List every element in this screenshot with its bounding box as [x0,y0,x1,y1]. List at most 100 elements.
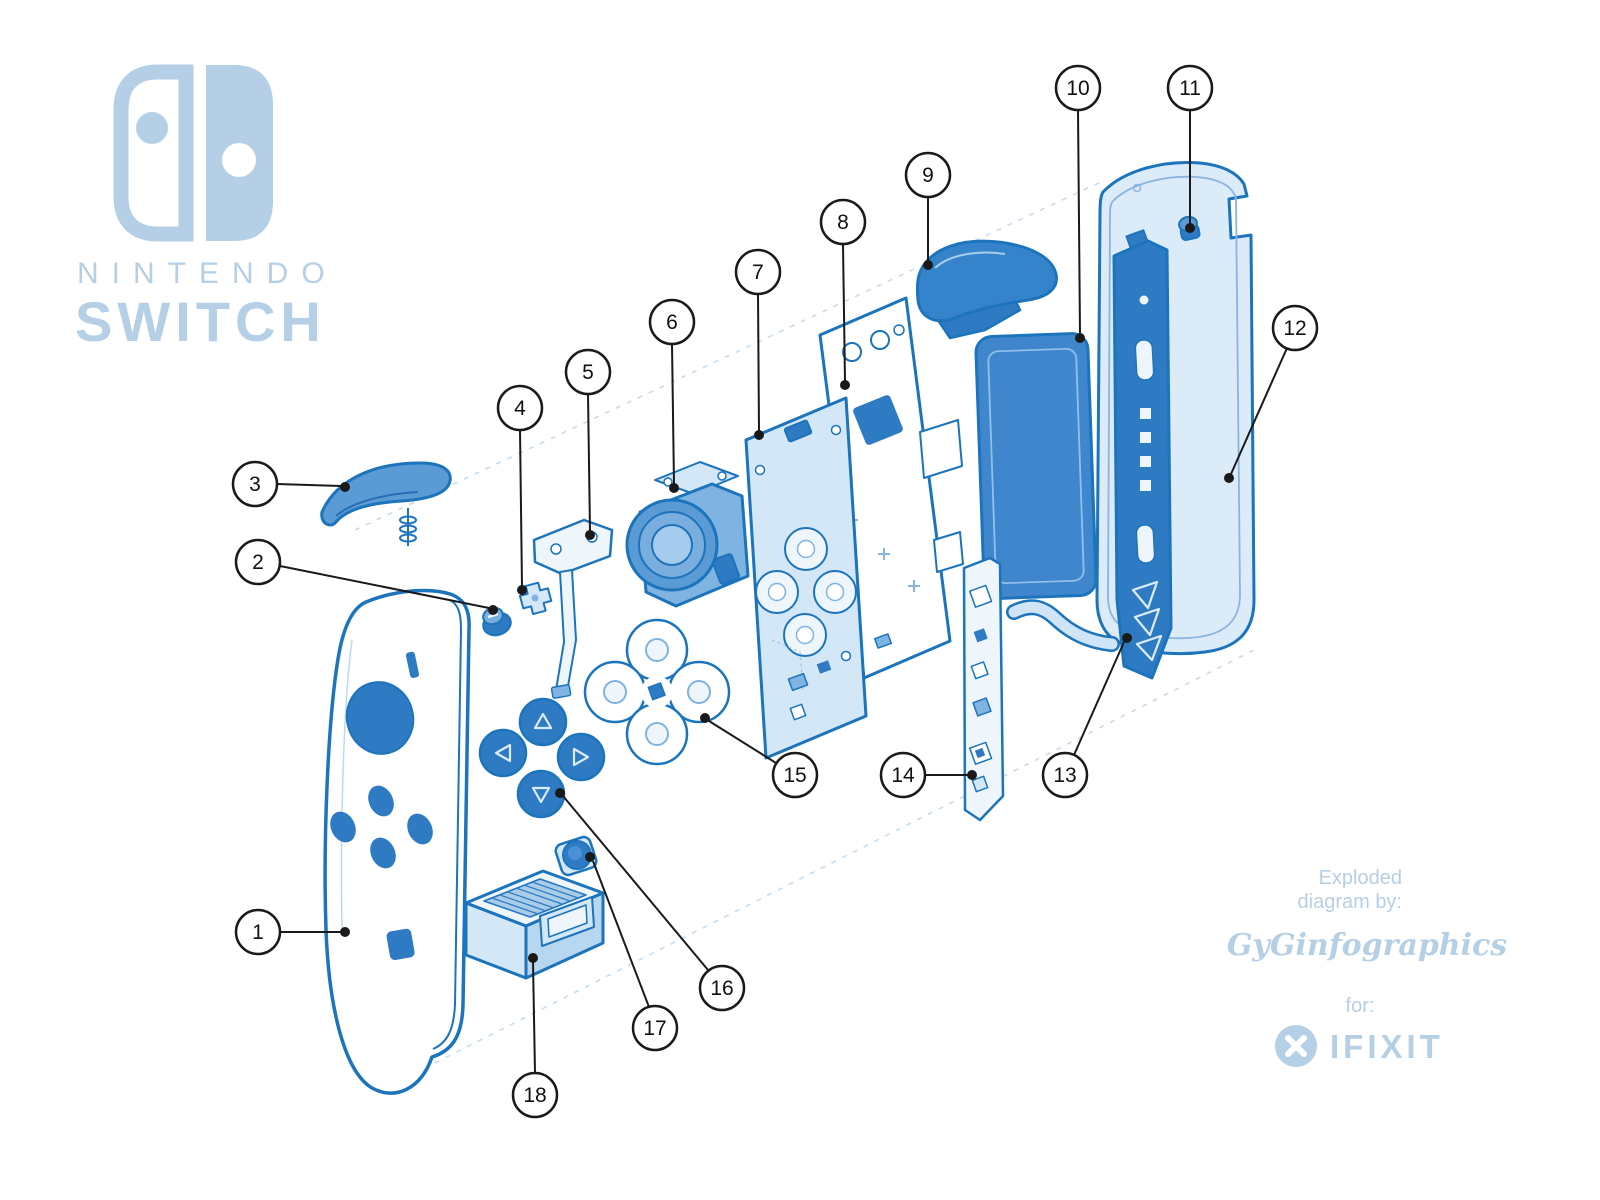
byline-line2: diagram by: [1298,891,1403,913]
callout-number: 16 [710,977,733,1000]
board-screw-hole [754,464,766,476]
ribbon-fill [1008,601,1118,650]
brand-name: NINTENDO [77,257,338,290]
part-dpad-spacer [518,581,553,616]
front-shell-inner-contour [340,639,353,931]
callout-number: 10 [1066,77,1089,100]
callout-bubble [234,908,282,956]
callout-bubble [496,384,544,432]
back-shell-screw-hole [1132,183,1142,193]
callout-number: 5 [582,361,594,384]
callout-bubble [1054,64,1102,112]
board-button-contacts [755,527,857,657]
leader-line [671,343,675,485]
callout-number: 2 [252,551,264,574]
strip-pad [974,747,986,759]
board-screw-hole [830,424,842,436]
callout-4: 4 [496,384,544,595]
membrane-contact [687,680,711,704]
product-name: SWITCH [75,290,326,353]
part-rail-pcb-strip [962,556,1005,822]
callout-9: 9 [904,151,952,270]
membrane-contact [603,680,627,704]
leader-line [562,795,709,971]
callout-bubble [771,751,819,799]
led-slot [405,651,420,678]
callout-bubble [698,964,746,1012]
callout-number: 13 [1053,764,1076,787]
direction-button-left [478,728,528,778]
rail-hole [1139,295,1149,305]
strip-pad [973,628,988,643]
nintendo-switch-logo: NINTENDO SWITCH [75,64,338,353]
joystick-opening [345,681,415,755]
strip-pad [971,775,989,793]
l-button-spring [399,508,417,546]
callout-10: 10 [1054,64,1102,343]
part-button-membrane [583,618,731,766]
callout-dot [1185,223,1195,233]
back-shell-inner-contour [1107,175,1241,640]
callout-18: 18 [511,953,559,1119]
callout-dot [585,530,595,540]
midframe-hole [842,342,862,362]
membrane-contact [645,722,669,746]
rail-flex-ribbon [1006,599,1120,652]
bracket-flex-cable [555,569,577,693]
author-name: GyGinfographics [1227,928,1507,963]
callout-dot [517,585,527,595]
callout-8: 8 [819,198,867,390]
ifixit-logo: IFIXIT [1275,1025,1440,1067]
direction-button-right [556,732,606,782]
part-direction-buttons [478,697,606,819]
callout-number: 7 [752,261,764,284]
flex-connector-foot [550,684,572,699]
leader-line [592,860,650,1008]
strip-pad [970,661,989,680]
credits: Exploded diagram by: GyGinfographics for… [1227,867,1507,1067]
callout-dot [840,380,850,390]
leader-line [1077,109,1081,335]
rail-slot-top [1134,339,1155,381]
strip-pad [968,584,993,608]
callout-7: 7 [734,248,782,440]
callout-bubble [1166,64,1214,112]
callout-dot [340,927,350,937]
callout-11: 11 [1166,64,1214,233]
callout-number: 8 [837,211,849,234]
leader-line [1230,347,1288,475]
callout-dot [555,788,565,798]
bracket-plate [532,518,614,576]
zl-button-cap [915,239,1058,323]
part-l-shoulder-button [320,461,452,546]
part-joystick [625,461,750,608]
button-opening [407,813,433,845]
callout-bubble [648,298,696,346]
joycon-left-icon [113,64,194,242]
joystick-connector [712,553,740,585]
callout-dot [1224,473,1234,483]
guide-line [434,647,1259,1064]
leader-line [842,243,846,382]
board-chip [787,672,809,692]
callout-dot [669,483,679,493]
button-opening [370,837,396,869]
midframe-clip [873,633,893,649]
callout-dot [700,713,710,723]
callout-number: 14 [891,764,915,787]
part-small-button [554,835,598,877]
callout-15: 15 [700,713,819,799]
leader-line [1073,641,1125,756]
callout-3: 3 [231,460,350,508]
callout-17: 17 [585,852,679,1052]
joycon-right-hole [222,143,256,177]
callout-number: 9 [922,164,934,187]
zl-button-highlight [934,251,1006,269]
callout-number: 4 [514,397,526,420]
membrane-contact [645,638,669,662]
minus-glyph [487,612,499,619]
callout-13: 13 [1041,633,1132,799]
bracket-screw-hole [663,477,673,487]
direction-button-up [518,697,568,747]
